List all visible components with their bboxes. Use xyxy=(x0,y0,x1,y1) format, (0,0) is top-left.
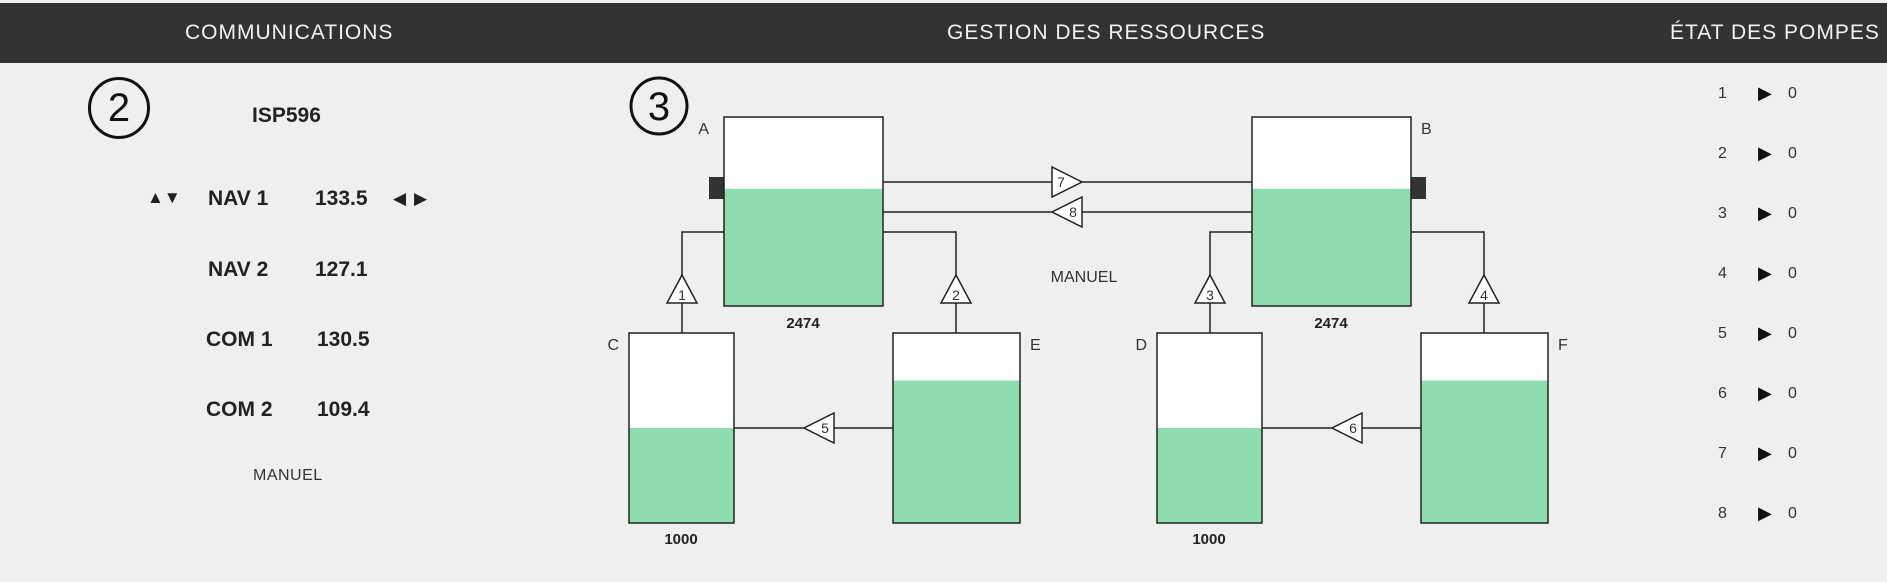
tank-b-valve[interactable] xyxy=(1411,177,1426,199)
pump-status-number: 4 xyxy=(1718,265,1727,282)
pump-status-number: 8 xyxy=(1718,505,1727,522)
tank-fluid-level xyxy=(1252,188,1411,306)
tank-c-value: 1000 xyxy=(664,531,697,548)
pump-status-value: 0 xyxy=(1788,445,1797,462)
pump-status-number: 3 xyxy=(1718,205,1727,222)
play-icon[interactable]: ▶ xyxy=(1758,443,1772,463)
tank-fluid-level xyxy=(893,380,1020,523)
pump-status-number: 6 xyxy=(1718,385,1727,402)
pump-2-icon[interactable] xyxy=(939,273,973,304)
resources-header: GESTION DES RESSOURCES xyxy=(947,21,1266,44)
pump-1-number: 1 xyxy=(678,287,686,303)
tank-b-label: B xyxy=(1421,121,1432,138)
pump-status-value: 0 xyxy=(1788,385,1797,402)
tank-d-value: 1000 xyxy=(1192,531,1225,548)
resources-step-number: 3 xyxy=(648,85,670,129)
tank-e-label: E xyxy=(1030,337,1041,354)
pump-status-row: 2 ▶ 0 xyxy=(1712,143,1862,167)
tank-fluid-level xyxy=(724,188,883,306)
pump-status-number: 2 xyxy=(1718,145,1727,162)
tank-a-valve[interactable] xyxy=(709,177,724,199)
tank-d xyxy=(1156,332,1263,524)
tank-fluid-level xyxy=(629,428,734,523)
pump-status-value: 0 xyxy=(1788,85,1797,102)
radio-name-com2[interactable]: COM 2 xyxy=(206,398,273,421)
radio-name-nav2[interactable]: NAV 2 xyxy=(208,258,269,281)
pump-status-value: 0 xyxy=(1788,205,1797,222)
pump-3-icon[interactable] xyxy=(1193,273,1227,304)
play-icon[interactable]: ▶ xyxy=(1758,143,1772,163)
pump-status-number: 1 xyxy=(1718,85,1727,102)
tank-f-label: F xyxy=(1558,337,1568,354)
radio-freq-com2: 109.4 xyxy=(317,398,370,421)
tank-a-label: A xyxy=(698,121,709,138)
pump-7-number: 7 xyxy=(1057,174,1065,190)
radio-freq-nav1: 133.5 xyxy=(315,187,368,210)
pump-7-icon[interactable] xyxy=(1051,165,1084,199)
pump-status-value: 0 xyxy=(1788,145,1797,162)
radio-name-com1[interactable]: COM 1 xyxy=(206,328,273,351)
communications-mode-label: MANUEL xyxy=(253,467,323,484)
pump-status-number: 7 xyxy=(1718,445,1727,462)
pump-8-icon[interactable] xyxy=(1050,195,1083,229)
pump-status-row: 6 ▶ 0 xyxy=(1712,383,1862,407)
pump-5-icon[interactable] xyxy=(802,411,835,445)
step-number-badge: 2 xyxy=(88,77,150,139)
tank-f xyxy=(1420,332,1549,524)
play-icon[interactable]: ▶ xyxy=(1758,383,1772,403)
pump-status-value: 0 xyxy=(1788,325,1797,342)
play-icon[interactable]: ▶ xyxy=(1758,323,1772,343)
pump-status-value: 0 xyxy=(1788,505,1797,522)
freq-decrease-icon[interactable]: ◀ xyxy=(393,189,407,208)
pump-status-row: 5 ▶ 0 xyxy=(1712,323,1862,347)
play-icon[interactable]: ▶ xyxy=(1758,203,1772,223)
tank-b-value: 2474 xyxy=(1314,315,1348,332)
tank-c-label: C xyxy=(607,337,619,354)
pump-5-number: 5 xyxy=(821,420,829,436)
pump-status-row: 8 ▶ 0 xyxy=(1712,503,1862,527)
play-icon[interactable]: ▶ xyxy=(1758,503,1772,523)
pump-6-icon[interactable] xyxy=(1330,411,1363,445)
resources-mode-label: MANUEL xyxy=(1051,269,1118,286)
pump-status-row: 4 ▶ 0 xyxy=(1712,263,1862,287)
play-icon[interactable]: ▶ xyxy=(1758,83,1772,103)
radio-select-arrows-icon[interactable]: ▲▼ xyxy=(147,188,181,207)
tank-a-value: 2474 xyxy=(786,315,820,332)
pump-status-row: 3 ▶ 0 xyxy=(1712,203,1862,227)
resources-step-badge xyxy=(629,76,689,136)
pump-6-number: 6 xyxy=(1349,420,1357,436)
top-header-bar: COMMUNICATIONS GESTION DES RESSOURCES ÉT… xyxy=(0,3,1887,63)
tank-b xyxy=(1251,116,1412,307)
pump-4-number: 4 xyxy=(1480,287,1488,303)
tank-fluid-level xyxy=(1157,428,1262,523)
pump-2-number: 2 xyxy=(952,287,960,303)
tank-d-label: D xyxy=(1135,337,1147,354)
radio-freq-nav2: 127.1 xyxy=(315,258,368,281)
pump-status-header: ÉTAT DES POMPES xyxy=(1670,21,1880,44)
tank-a xyxy=(723,116,884,307)
tank-fluid-level xyxy=(1421,380,1548,523)
radio-freq-com1: 130.5 xyxy=(317,328,370,351)
callsign: ISP596 xyxy=(252,104,321,127)
pump-status-number: 5 xyxy=(1718,325,1727,342)
communications-header: COMMUNICATIONS xyxy=(185,21,394,44)
pump-status-row: 1 ▶ 0 xyxy=(1712,83,1862,107)
radio-name-nav1[interactable]: NAV 1 xyxy=(208,187,269,210)
pump-status-value: 0 xyxy=(1788,265,1797,282)
pump-4-icon[interactable] xyxy=(1467,273,1501,304)
pump-status-row: 7 ▶ 0 xyxy=(1712,443,1862,467)
play-icon[interactable]: ▶ xyxy=(1758,263,1772,283)
tank-e xyxy=(892,332,1021,524)
freq-increase-icon[interactable]: ▶ xyxy=(414,189,428,208)
pump-3-number: 3 xyxy=(1206,287,1214,303)
pump-1-icon[interactable] xyxy=(665,273,699,304)
tank-c xyxy=(628,332,735,524)
pump-8-number: 8 xyxy=(1069,204,1077,220)
